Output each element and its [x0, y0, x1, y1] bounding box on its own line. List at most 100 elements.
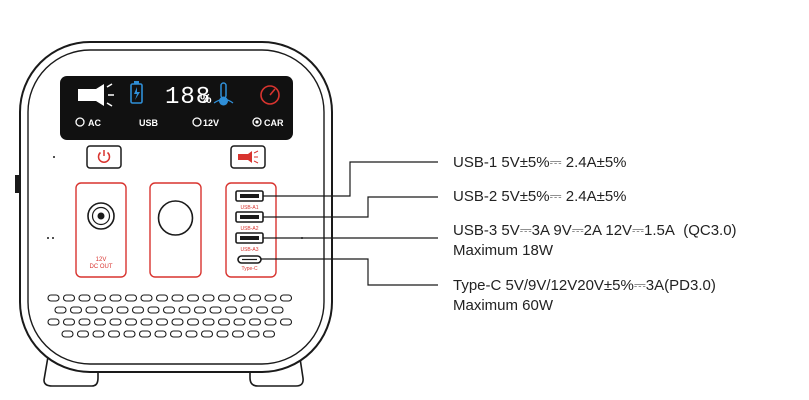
vent-slot [138, 330, 152, 338]
light-button[interactable] [230, 145, 266, 169]
vent-slot [62, 294, 76, 302]
vent-slot [109, 294, 122, 302]
callout-typec-max: Maximum 60W [453, 297, 554, 314]
vent-slot [123, 330, 136, 338]
display-readout: 188 [165, 84, 211, 111]
vent-slot [233, 318, 246, 326]
vent-slot [255, 306, 269, 314]
vent-slot [47, 294, 60, 302]
power-icon [97, 150, 111, 163]
callout-usb3-max: Maximum 18W [453, 242, 554, 259]
usb-a2-tongue [240, 215, 259, 219]
callout-typec: Type-C 5V/9V/12V20V±5%⎓3A(PD3.0) [453, 277, 716, 294]
vent-slot [85, 306, 98, 314]
vent-slot [240, 306, 253, 314]
callout-usb1: USB-1 5V±5%⎓ 2.4A±5% [453, 154, 627, 171]
vent-slot [264, 294, 277, 302]
vent-slot [186, 318, 200, 326]
callout-line-usb2 [263, 196, 438, 218]
vent-slot [202, 318, 215, 326]
dc12-indicator: 12V [192, 117, 219, 128]
side-button[interactable] [15, 175, 20, 193]
usb-indicator: USB [139, 118, 159, 128]
vent-slot [264, 318, 277, 326]
display-percent: % [200, 91, 212, 106]
vent-slot [248, 318, 262, 326]
dc-out-label-voltage: 12V [96, 257, 107, 263]
vent-slot [209, 306, 222, 314]
vent-slot [54, 306, 67, 314]
dc-out-panel [75, 182, 127, 278]
vent-slot [62, 318, 76, 326]
dc-out-port[interactable] [87, 202, 115, 230]
vent-slot [171, 318, 184, 326]
vent-slot [155, 318, 169, 326]
vent-slot [47, 318, 60, 326]
vent-slot [93, 294, 107, 302]
vent-slot [100, 306, 114, 314]
vent-slot [61, 330, 74, 338]
car-indicator: CAR [252, 117, 284, 128]
gauge-icon [260, 85, 280, 105]
usb-a3-tongue [240, 236, 259, 240]
usb-a1-tongue [240, 194, 259, 198]
dot [52, 237, 54, 239]
callout-usb2: USB-2 5V±5%⎓ 2.4A±5% [453, 188, 627, 205]
type-c-label: Type-C [241, 266, 258, 272]
vent-slot [147, 306, 160, 314]
vent-slot [107, 330, 121, 338]
vent-slot [262, 330, 276, 338]
flashlight-icon [78, 83, 114, 107]
vent-slot [233, 294, 246, 302]
vent-slot [271, 306, 284, 314]
vent-slot [171, 294, 184, 302]
callout-line-usb1 [263, 161, 438, 197]
thermometer-icon [213, 82, 234, 106]
vent-slot [169, 330, 183, 338]
callout-line-typec [261, 258, 438, 286]
dot [53, 156, 55, 158]
vent-slot [217, 294, 231, 302]
svg-text:AC: AC [88, 118, 101, 128]
dc-out-label: DC OUT [90, 264, 113, 270]
vent-slot [78, 318, 91, 326]
vent-slot [185, 330, 198, 338]
vent-slot [140, 318, 153, 326]
vent-slot [93, 318, 107, 326]
vent-grille [47, 294, 293, 338]
vent-slot [69, 306, 83, 314]
vent-slot [162, 306, 176, 314]
power-button[interactable] [86, 145, 122, 169]
vent-slot [140, 294, 153, 302]
svg-text:CAR: CAR [264, 118, 284, 128]
vent-slot [216, 330, 229, 338]
vent-slot [247, 330, 260, 338]
usb-a2-label: USB-A2 [240, 226, 258, 232]
flashlight-icon [238, 150, 259, 164]
svg-text:12V: 12V [203, 118, 219, 128]
vent-slot [279, 294, 293, 302]
vent-slot [124, 318, 138, 326]
vent-slot [202, 294, 215, 302]
vent-slot [124, 294, 138, 302]
vent-slot [78, 294, 91, 302]
vent-slot [155, 294, 169, 302]
vent-slot [76, 330, 90, 338]
vent-slot [131, 306, 145, 314]
callout-usb3: USB-3 5V⎓3A 9V⎓2A 12V⎓1.5A (QC3.0) [453, 222, 737, 239]
lcd-display [60, 76, 293, 140]
usb-panel [225, 182, 277, 278]
usb-a1-label: USB-A1 [240, 205, 258, 211]
vent-slot [217, 318, 231, 326]
vent-slot [186, 294, 200, 302]
vent-slot [178, 306, 191, 314]
usb-a3-label: USB-A3 [240, 247, 258, 253]
vent-slot [154, 330, 167, 338]
vent-slot [116, 306, 129, 314]
dot [47, 237, 49, 239]
center-knob[interactable] [157, 200, 194, 236]
vent-slot [248, 294, 262, 302]
vent-slot [92, 330, 105, 338]
vent-slot [200, 330, 214, 338]
